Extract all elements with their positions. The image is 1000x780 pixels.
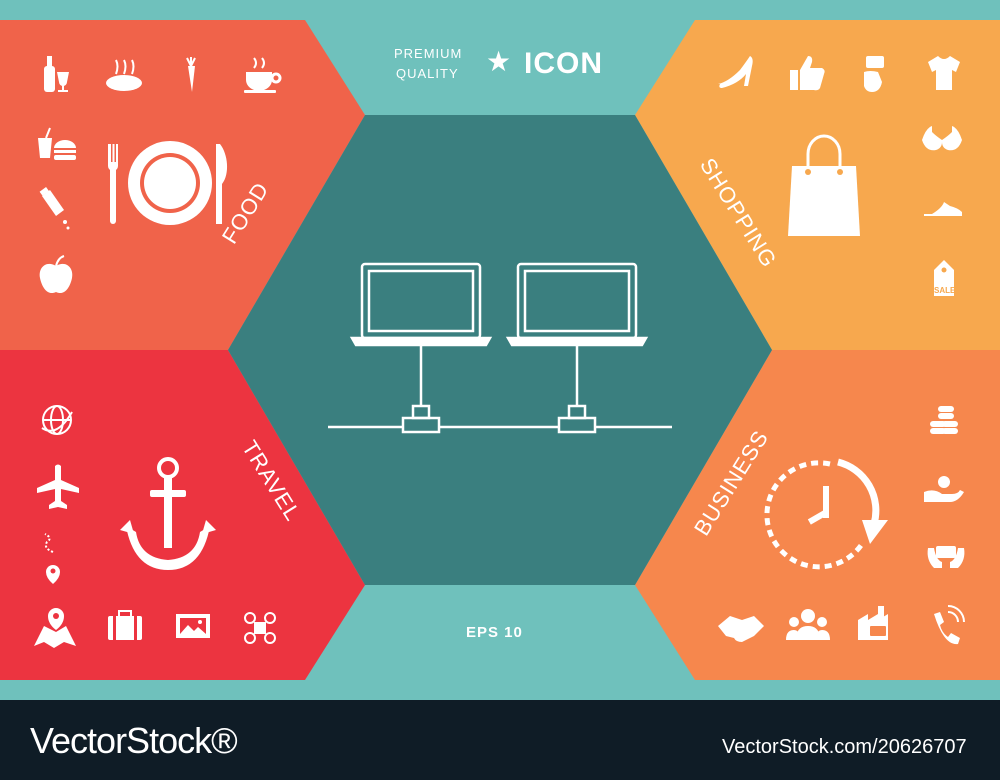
sale-tag-label: SALE [934,286,956,295]
footer-brand-logo[interactable]: VectorStock® [30,720,238,761]
travel-icons [34,405,276,648]
t-shirt-icon [928,56,960,90]
network-computers-icon [328,262,672,434]
hand-coin-icon [924,476,964,502]
shopping-icons [718,56,962,296]
bread-icon [106,59,142,91]
fork-plate-knife-icon [108,141,228,225]
coins-icon [930,406,958,434]
suitcase-icon [108,610,142,640]
shopping-bag-icon [788,134,860,236]
globe-icon [41,405,73,435]
factory-money-icon [858,606,888,640]
photo-icon [176,614,210,638]
footer-bar: VectorStock® VectorStock.com/20626707 [0,700,1000,780]
footer-image-id[interactable]: VectorStock.com/20626707 [722,736,967,758]
route-pin-icon [44,533,60,584]
drone-icon [244,612,276,644]
thumbs-up-icon [790,56,825,91]
map-pin-icon [34,608,76,648]
apple-icon [39,255,73,294]
business-icons [718,406,965,645]
coffee-cup-icon [244,57,282,93]
sale-tag-icon [934,260,954,296]
shoe-icon [924,202,962,216]
travel-panel [0,350,365,680]
eps-label: EPS 10 [466,624,523,641]
premium-line-1: PREMIUM [394,46,463,61]
premium-quality-badge: PREMIUM QUALITY ★ ICON [382,44,618,84]
carrot-icon [186,57,196,92]
star-icon: ★ [486,46,512,77]
credit-card-hand-icon [864,56,884,92]
sauce-bottle-icon [39,187,70,230]
anchor-icon [120,457,216,570]
team-icon [786,609,830,640]
card-hands-icon [927,546,965,568]
clock-arrow-icon [764,458,888,570]
artwork-canvas [0,20,1000,680]
premium-line-2: QUALITY [396,66,459,81]
phone-icon [934,605,965,645]
high-heel-icon [718,56,753,88]
drink-burger-icon [38,127,76,160]
center-hexagon [228,115,772,585]
wine-icon [44,56,69,92]
airplane-icon [37,464,79,509]
premium-icon-word: ICON [524,47,603,80]
food-icons [38,56,282,294]
handshake-icon [718,616,764,642]
bra-icon [922,126,962,151]
